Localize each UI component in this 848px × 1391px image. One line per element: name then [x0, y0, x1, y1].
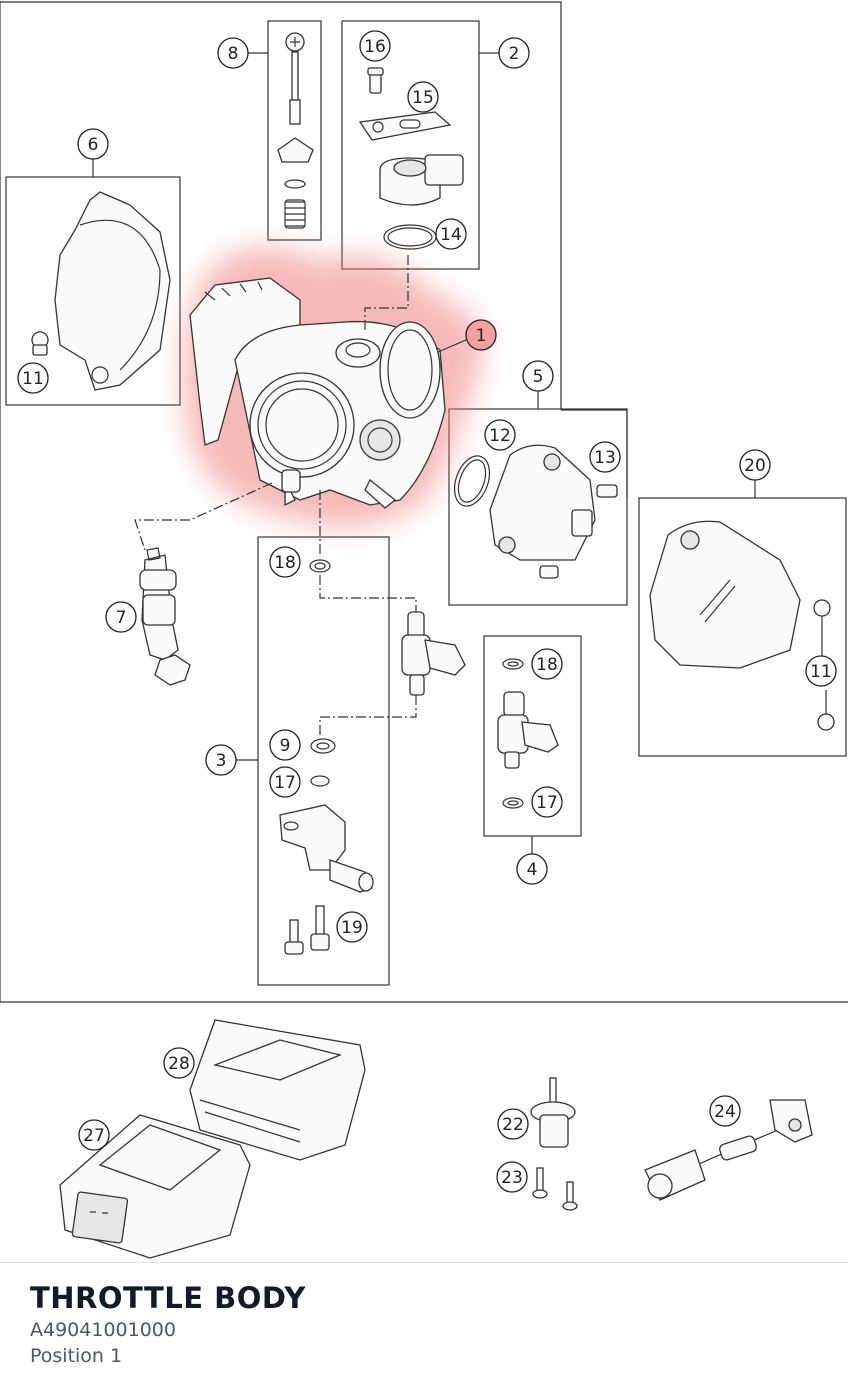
svg-text:4: 4	[527, 860, 538, 880]
callout-12: 12	[484, 419, 516, 451]
callout-9: 9	[269, 729, 301, 761]
callout-11-left: 11	[17, 362, 49, 394]
group-box-2	[341, 20, 480, 270]
callout-13: 13	[589, 441, 621, 473]
svg-text:8: 8	[228, 44, 239, 64]
callout-19: 19	[336, 911, 368, 943]
svg-text:7: 7	[116, 608, 127, 628]
svg-text:3: 3	[216, 751, 227, 771]
svg-text:11: 11	[810, 662, 832, 682]
callout-3: 3	[205, 744, 237, 776]
group-box-8	[267, 20, 322, 241]
part-5-sensor[interactable]	[448, 444, 618, 579]
svg-text:17: 17	[536, 793, 558, 813]
svg-text:27: 27	[83, 1126, 105, 1146]
svg-text:1: 1	[476, 326, 487, 346]
part-3-injector-group[interactable]	[279, 559, 466, 955]
callout-2: 2	[498, 37, 530, 69]
callout-7: 7	[105, 601, 137, 633]
svg-text:12: 12	[489, 426, 511, 446]
svg-text:6: 6	[88, 135, 99, 155]
part-20-cover[interactable]	[649, 520, 835, 731]
callout-11-right: 11	[805, 655, 837, 687]
part-28-connector-housing[interactable]	[189, 1019, 366, 1161]
callout-22: 22	[497, 1108, 529, 1140]
svg-text:14: 14	[440, 225, 462, 245]
svg-text:18: 18	[536, 655, 558, 675]
callout-17-right: 17	[531, 786, 563, 818]
part-7-valve[interactable]	[139, 547, 191, 686]
callout-24: 24	[709, 1095, 741, 1127]
svg-text:16: 16	[364, 37, 386, 57]
part-8-bolt-spring[interactable]	[277, 32, 314, 229]
svg-text:9: 9	[280, 736, 291, 756]
callout-5: 5	[522, 360, 554, 392]
position-label: Position 1	[30, 1345, 123, 1367]
callout-18-left: 18	[269, 546, 301, 578]
svg-text:28: 28	[168, 1054, 190, 1074]
svg-text:18: 18	[274, 553, 296, 573]
callout-4: 4	[516, 853, 548, 885]
exploded-parts-diagram: 1 2 3 4 5 6 7 8 9 11 11 12	[0, 1, 848, 1259]
callout-18-right: 18	[531, 648, 563, 680]
callout-28: 28	[163, 1047, 195, 1079]
part-2-sensor-group[interactable]	[358, 67, 464, 250]
svg-text:19: 19	[341, 918, 363, 938]
part-4-injector-group[interactable]	[497, 658, 559, 809]
callout-6: 6	[77, 128, 109, 160]
part-number: A49041001000	[30, 1319, 176, 1341]
callout-27: 27	[78, 1119, 110, 1151]
callout-14: 14	[435, 218, 467, 250]
part-24-sensor-cable[interactable]	[644, 1099, 813, 1201]
svg-text:20: 20	[744, 456, 766, 476]
callout-17-left: 17	[269, 766, 301, 798]
svg-text:2: 2	[509, 44, 520, 64]
diagram-title: THROTTLE BODY	[30, 1281, 306, 1315]
callout-16: 16	[359, 30, 391, 62]
svg-text:13: 13	[594, 448, 616, 468]
svg-text:24: 24	[714, 1102, 736, 1122]
part-6-cover[interactable]	[31, 191, 171, 391]
callout-8: 8	[217, 37, 249, 69]
svg-text:11: 11	[22, 369, 44, 389]
svg-text:22: 22	[502, 1115, 524, 1135]
group-box-3	[257, 536, 390, 986]
svg-text:23: 23	[501, 1168, 523, 1188]
diagram-footer: THROTTLE BODY A49041001000 Position 1	[0, 1262, 848, 1391]
throttle-body-part[interactable]	[189, 277, 446, 509]
svg-text:15: 15	[412, 88, 434, 108]
callout-23: 23	[496, 1161, 528, 1193]
svg-text:5: 5	[533, 367, 544, 387]
leader-lines	[92, 52, 756, 854]
callout-20: 20	[739, 449, 771, 481]
group-box-20	[638, 497, 847, 757]
part-23-screws[interactable]	[532, 1167, 578, 1211]
svg-text:17: 17	[274, 773, 296, 793]
assembly-frame	[0, 1, 848, 1003]
part-27-connector[interactable]	[59, 1114, 251, 1259]
part-22-sensor[interactable]	[530, 1077, 576, 1148]
callout-15: 15	[407, 81, 439, 113]
callout-1: 1	[465, 319, 497, 351]
